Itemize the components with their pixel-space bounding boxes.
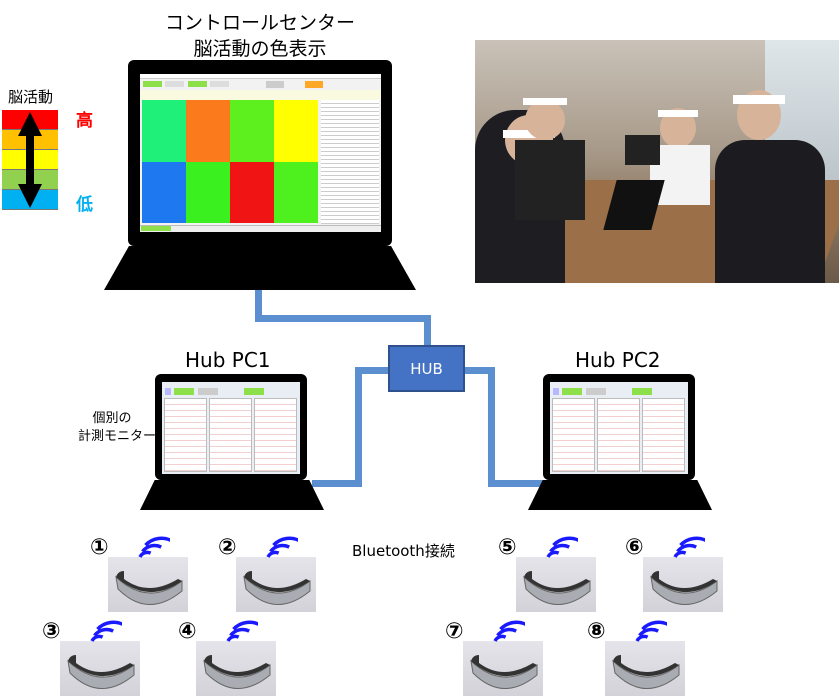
cable: [463, 367, 495, 374]
headband-image: [516, 557, 596, 612]
headband-image: [108, 557, 188, 612]
cable: [488, 367, 495, 487]
wireless-signal-icon: [226, 620, 258, 642]
double-arrow-icon: [18, 112, 42, 208]
wireless-signal-icon: [266, 536, 298, 558]
network-hub: HUB: [388, 345, 465, 392]
cable: [255, 290, 262, 322]
device-number: ②: [218, 535, 237, 560]
legend-high-label: 高: [76, 111, 93, 131]
headband-image: [236, 557, 316, 612]
control-center-subtitle: 脳活動の色表示: [193, 38, 327, 60]
wireless-signal-icon: [546, 536, 578, 558]
cable: [488, 480, 543, 487]
cable: [355, 367, 362, 487]
headband-image: [60, 641, 140, 696]
log-list: [321, 100, 379, 224]
wireless-signal-icon: [635, 620, 667, 642]
subject-cell: [230, 100, 274, 162]
cable: [355, 367, 390, 374]
headband-image: [196, 641, 276, 696]
control-center-screen: [140, 74, 381, 232]
legend-low-label: 低: [76, 195, 93, 215]
device-number: ①: [90, 535, 109, 560]
subject-cell: [274, 161, 318, 223]
device-number: ⑧: [587, 619, 606, 644]
legend-title: 脳活動: [8, 88, 54, 106]
headband-image: [643, 557, 723, 612]
wireless-signal-icon: [90, 620, 122, 642]
subject-cell: [142, 100, 186, 162]
device-number: ⑤: [498, 535, 517, 560]
hub-pc2-label: Hub PC2: [575, 348, 661, 372]
device-number: ③: [42, 619, 61, 644]
headband-image: [605, 641, 685, 696]
bluetooth-label: Bluetooth接続: [352, 542, 455, 560]
device-number: ⑥: [625, 535, 644, 560]
device-number: ④: [178, 619, 197, 644]
hub-pc1-label: Hub PC1: [185, 348, 271, 372]
meeting-photo: [475, 40, 839, 283]
wireless-signal-icon: [673, 536, 705, 558]
wireless-signal-icon: [138, 536, 170, 558]
device-number: ⑦: [445, 619, 464, 644]
individual-monitor-note: 個別の 計測モニター: [62, 410, 156, 446]
cable: [255, 315, 431, 322]
cable: [312, 480, 362, 487]
subject-cell: [186, 100, 230, 162]
cable: [424, 315, 431, 347]
note-line2: 計測モニター: [77, 429, 156, 444]
subject-cell: [186, 161, 230, 223]
subject-cell: [230, 161, 274, 223]
note-line1: 個別の: [92, 411, 132, 426]
wireless-signal-icon: [493, 620, 525, 642]
brain-color-grid: [142, 100, 318, 223]
subject-cell: [142, 161, 186, 223]
subject-cell: [274, 100, 318, 162]
headband-image: [463, 641, 543, 696]
control-center-title: コントロールセンター: [164, 12, 355, 34]
